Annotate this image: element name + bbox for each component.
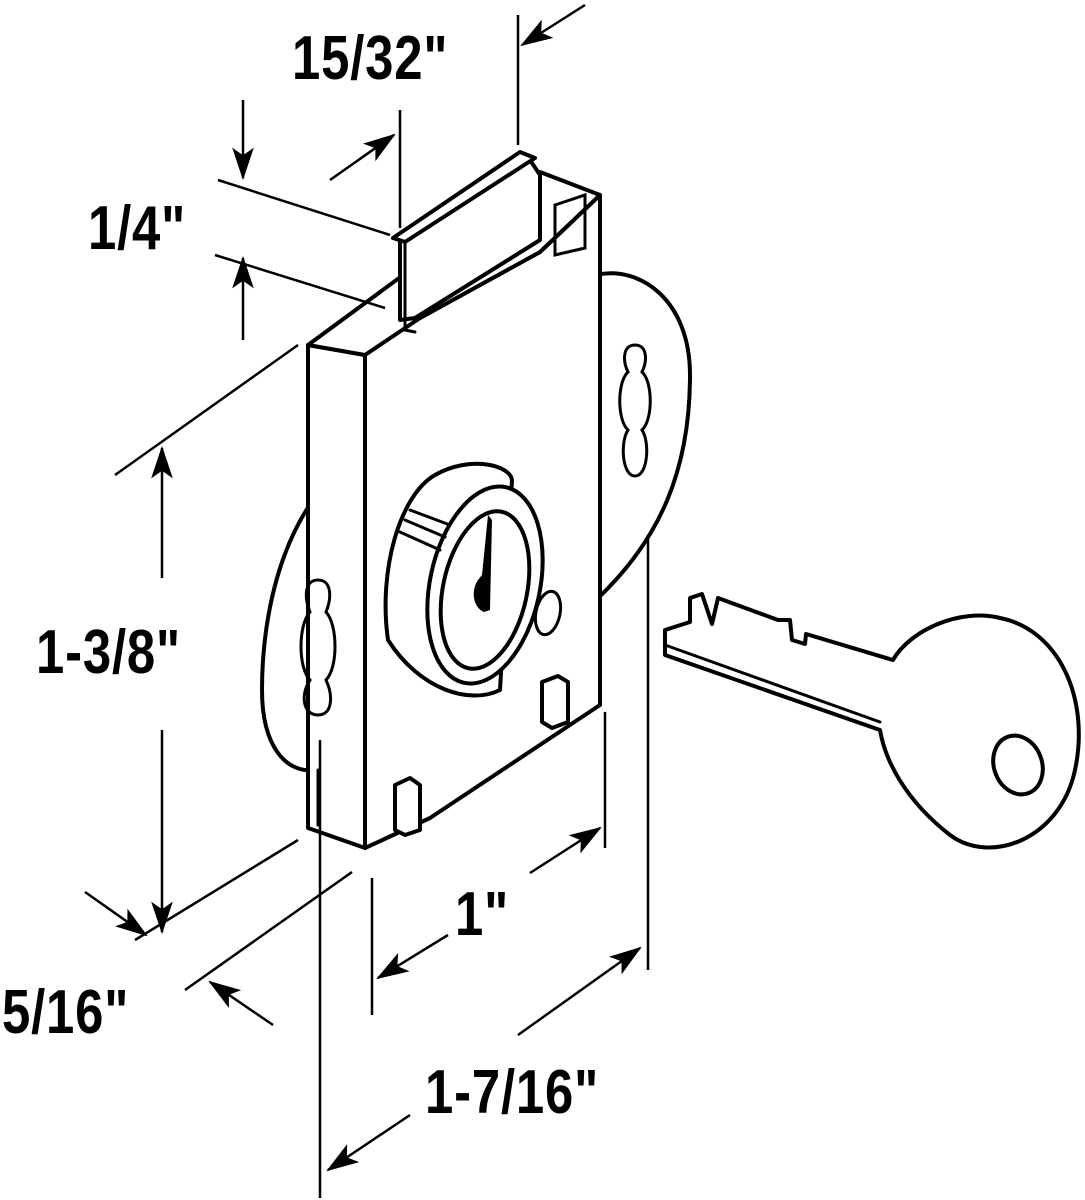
dimension-1-7-16-label: 1-7/16" (425, 1058, 600, 1127)
dimension-15-32-label: 15/32" (292, 24, 449, 93)
cam-lock-icon (260, 150, 692, 850)
rear-flange (594, 271, 692, 602)
key-hole (991, 733, 1045, 797)
key-body (663, 592, 1081, 850)
key-icon (663, 592, 1081, 850)
dimension-lines (84, 3, 650, 1198)
keyway (473, 515, 492, 612)
dimension-5-16-label: 5/16" (2, 978, 130, 1047)
lock-cylinder (383, 461, 563, 698)
keyhole-left (299, 578, 337, 717)
bolt-edge (403, 240, 417, 334)
dimension-1-3-8-label: 1-3/8" (36, 618, 181, 687)
bolt-top (391, 150, 537, 244)
bottom-tab-1 (393, 776, 422, 837)
dimension-1-label: 1" (455, 880, 510, 949)
keyhole-right (618, 343, 652, 478)
cylinder-ridges (398, 508, 452, 552)
top-tab (553, 192, 587, 257)
dimension-1-4-label: 1/4" (88, 194, 187, 263)
pin-hole (533, 589, 563, 637)
key-blade-edge (663, 643, 882, 724)
bottom-tab-2 (540, 674, 570, 730)
